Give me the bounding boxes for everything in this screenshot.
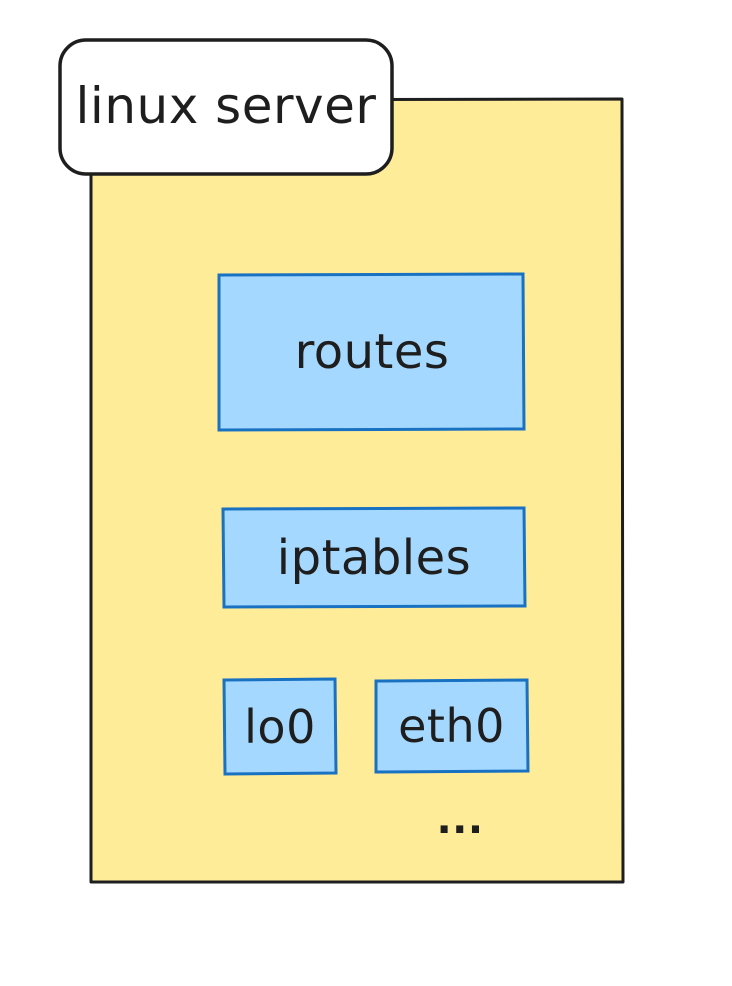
- iptables-label: iptables: [276, 530, 472, 586]
- more-ellipsis: ...: [436, 797, 484, 843]
- eth0-label: eth0: [398, 699, 505, 753]
- eth0-box: [374, 678, 530, 774]
- server-title-box: [58, 38, 394, 176]
- routes-box: [217, 272, 526, 432]
- iptables-box: [221, 506, 527, 609]
- lo0-label: lo0: [244, 700, 316, 754]
- server-title: linux server: [75, 77, 377, 135]
- server-box: [89, 97, 625, 884]
- lo0-box: [222, 677, 338, 776]
- routes-label: routes: [294, 324, 450, 380]
